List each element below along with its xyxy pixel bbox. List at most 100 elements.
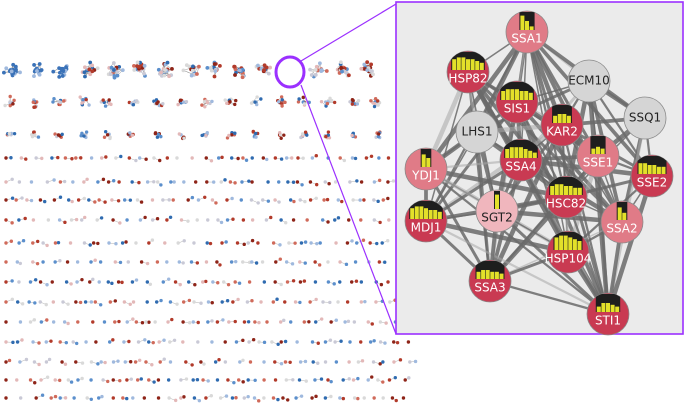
component-pair xyxy=(71,180,75,184)
component-pair xyxy=(155,260,160,264)
bar xyxy=(452,59,457,70)
bar xyxy=(523,149,528,158)
component-pair xyxy=(123,360,133,364)
node-hsp82: HSP82 xyxy=(446,50,490,94)
component-pair xyxy=(46,218,51,222)
component-pair xyxy=(295,180,304,187)
bar xyxy=(505,149,510,158)
component-pair xyxy=(101,378,110,384)
component-pair xyxy=(283,300,287,304)
component-pair xyxy=(137,156,148,161)
component-pair xyxy=(15,338,24,344)
component-pair xyxy=(192,241,196,245)
node-circle xyxy=(600,200,644,244)
node-kar2: KAR2 xyxy=(540,103,584,147)
component-pair xyxy=(189,260,200,265)
component-pair xyxy=(241,260,252,265)
component-pair xyxy=(17,216,27,222)
component-pair xyxy=(201,279,208,284)
node-label: KAR2 xyxy=(546,125,578,139)
bar xyxy=(428,210,433,219)
component-pair xyxy=(246,238,255,245)
component-pair xyxy=(291,218,296,222)
node-ecm10: ECM10 xyxy=(567,59,611,103)
component-pair xyxy=(144,360,154,367)
component-pair xyxy=(216,218,224,225)
edge-ydj1-ssa3 xyxy=(424,168,492,282)
node-label: HSP104 xyxy=(545,252,592,266)
component-pair xyxy=(364,154,374,160)
component-pair xyxy=(58,396,68,400)
component-pair xyxy=(262,360,266,364)
bar-glyph xyxy=(475,261,505,279)
component-pair xyxy=(261,198,271,203)
component-cluster-small xyxy=(374,130,382,140)
component-pair xyxy=(39,318,49,324)
component-pair xyxy=(381,360,385,364)
component-pair xyxy=(50,155,60,160)
component-pair xyxy=(41,260,45,264)
component-cluster xyxy=(308,61,329,79)
component-pair xyxy=(273,360,284,366)
component-pair xyxy=(298,359,308,364)
component-cluster-small xyxy=(319,96,337,108)
component-pair xyxy=(220,299,230,304)
component-pair xyxy=(53,259,62,264)
component-pair xyxy=(381,196,390,202)
component-pair xyxy=(98,260,103,264)
component-pair xyxy=(106,179,116,184)
component-pair xyxy=(64,280,73,286)
component-pair xyxy=(84,340,88,344)
node-label: STI1 xyxy=(595,314,621,328)
component-pair xyxy=(158,357,166,364)
component-pair xyxy=(196,195,207,202)
component-pair xyxy=(76,196,86,202)
edge-sis1-ssa2 xyxy=(515,100,624,224)
component-pair xyxy=(87,198,97,204)
component-pair xyxy=(284,156,294,160)
bar xyxy=(456,57,461,70)
component-cluster xyxy=(156,60,174,79)
component-pair xyxy=(223,340,227,344)
component-pair xyxy=(242,394,250,400)
component-pair xyxy=(274,257,283,264)
component-pair xyxy=(16,300,25,306)
component-pair xyxy=(122,198,133,202)
component-pair xyxy=(323,394,333,400)
bar-glyph xyxy=(595,294,621,312)
component-pair xyxy=(4,218,14,225)
bar xyxy=(652,165,657,174)
component-pair xyxy=(215,378,220,382)
component-pair xyxy=(329,318,338,324)
component-pair xyxy=(4,239,14,245)
component-pair xyxy=(38,300,48,307)
component-pair xyxy=(34,156,44,161)
component-pair xyxy=(135,198,144,204)
component-pair xyxy=(14,196,24,202)
component-pair xyxy=(181,298,192,304)
component-pair xyxy=(371,360,382,366)
component-pair xyxy=(299,240,308,245)
component-pair xyxy=(350,156,358,161)
component-pair xyxy=(343,319,351,324)
component-pair xyxy=(161,277,171,284)
component-pair xyxy=(179,395,186,400)
node-label: ECM10 xyxy=(568,74,610,88)
component-pair xyxy=(156,378,161,382)
component-pair xyxy=(53,378,62,383)
component-pair xyxy=(230,396,238,400)
component-pair xyxy=(181,320,192,325)
component-pair xyxy=(378,320,388,325)
component-pair xyxy=(126,260,130,264)
component-pair xyxy=(121,396,129,401)
component-pair xyxy=(31,260,40,266)
node-ssa2: SSA2 xyxy=(600,200,644,244)
component-pair xyxy=(110,198,121,203)
component-pair xyxy=(120,240,128,245)
component-pair xyxy=(294,394,304,400)
component-pair xyxy=(71,340,79,346)
component-pair xyxy=(163,241,167,245)
component-pair xyxy=(309,241,319,246)
component-pair xyxy=(62,320,70,326)
component-pair xyxy=(139,260,150,266)
